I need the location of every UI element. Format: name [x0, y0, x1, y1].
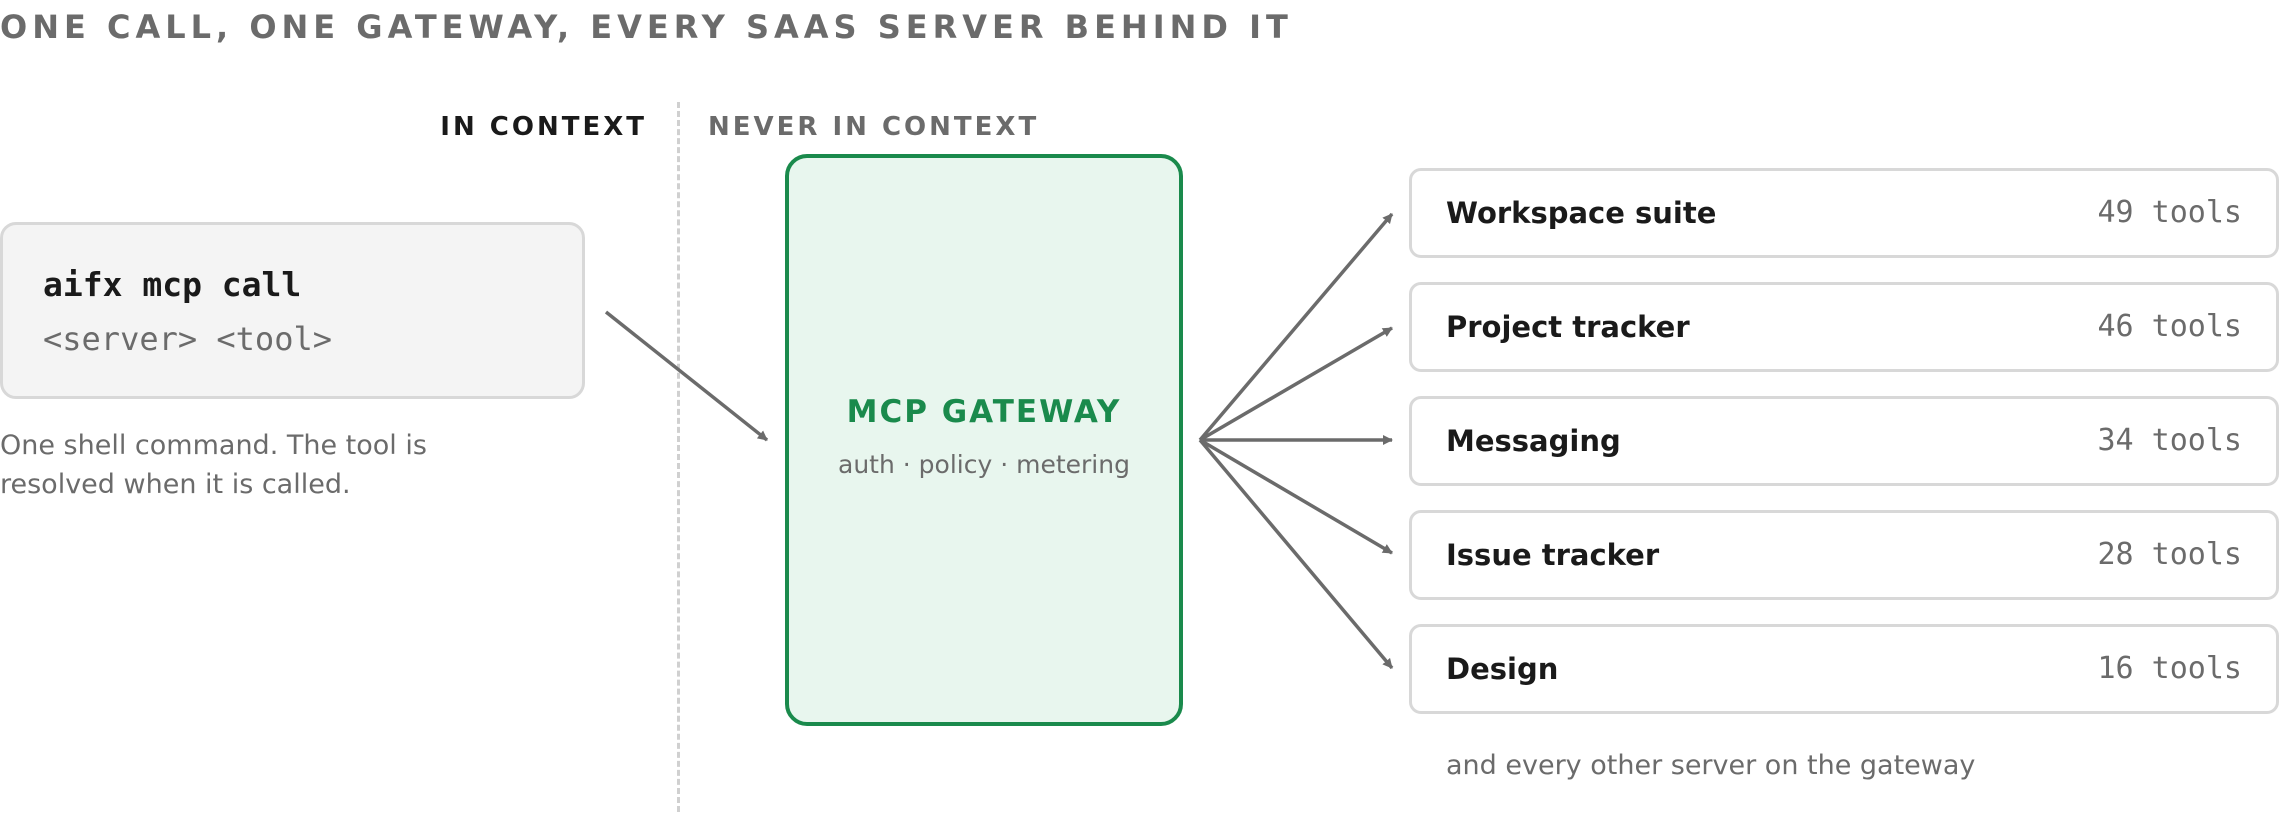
in-context-label: IN CONTEXT	[440, 112, 647, 142]
server-tool-count: 16 tools	[2097, 651, 2243, 686]
server-name: Project tracker	[1446, 310, 1690, 344]
server-name: Design	[1446, 652, 1559, 686]
mcp-gateway-box: MCP GATEWAY auth · policy · metering	[785, 154, 1183, 726]
server-box-project-tracker: Project tracker 46 tools	[1409, 282, 2279, 372]
server-box-issue-tracker: Issue tracker 28 tools	[1409, 510, 2279, 600]
command-to-gateway-arrow	[604, 310, 769, 442]
gateway-to-issue-tracker-arrow	[1199, 438, 1393, 555]
command-box: aifx mcp call <server> <tool>	[0, 222, 585, 399]
diagram-title: ONE CALL, ONE GATEWAY, EVERY SAAS SERVER…	[0, 8, 1293, 46]
context-divider	[677, 102, 680, 812]
server-box-messaging: Messaging 34 tools	[1409, 396, 2279, 486]
server-name: Workspace suite	[1446, 196, 1717, 230]
footer-note: and every other server on the gateway	[1446, 750, 1976, 781]
gateway-subtitle: auth · policy · metering	[838, 450, 1130, 479]
server-name: Issue tracker	[1446, 538, 1660, 572]
server-name: Messaging	[1446, 424, 1621, 458]
command-note: One shell command. The tool is resolved …	[0, 430, 427, 500]
server-tool-count: 28 tools	[2097, 537, 2243, 572]
command-text: aifx mcp call	[43, 265, 302, 304]
server-tool-count: 34 tools	[2097, 423, 2243, 458]
never-in-context-label: NEVER IN CONTEXT	[708, 112, 1040, 142]
gateway-title: MCP GATEWAY	[846, 394, 1122, 430]
gateway-to-project-tracker-arrow	[1199, 326, 1393, 442]
server-box-workspace-suite: Workspace suite 49 tools	[1409, 168, 2279, 258]
command-arguments: <server> <tool>	[43, 320, 332, 358]
gateway-to-design-arrow	[1198, 438, 1394, 670]
gateway-to-workspace-arrow	[1198, 212, 1394, 442]
server-tool-count: 46 tools	[2097, 309, 2243, 344]
server-tool-count: 49 tools	[2097, 195, 2243, 230]
server-box-design: Design 16 tools	[1409, 624, 2279, 714]
